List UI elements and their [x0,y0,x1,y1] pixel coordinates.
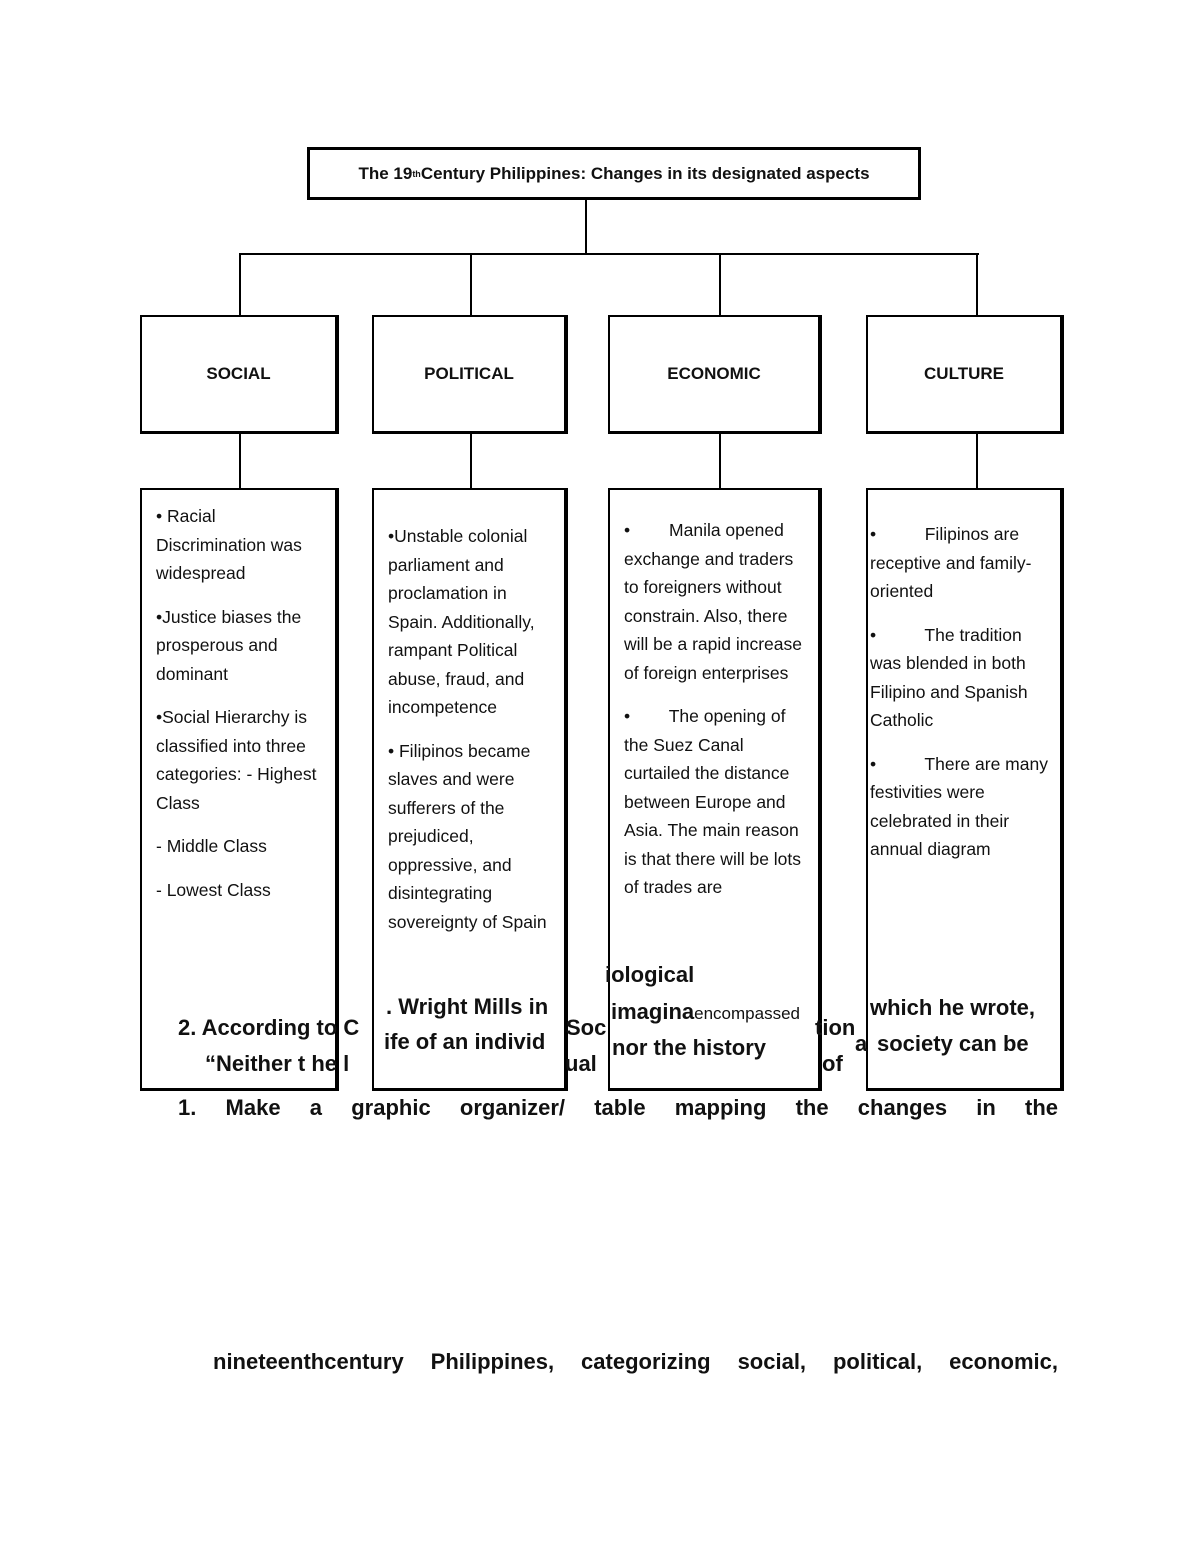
word: the [1025,1095,1058,1120]
text-fragment: of [822,1051,843,1076]
connector [585,199,587,254]
list-item: •Unstable colonial parliament and procla… [388,526,535,717]
connector [239,433,241,488]
list-item: •Social Hierarchy is classified into thr… [156,707,317,813]
category-social: SOCIAL [140,315,339,434]
list-item: • Manila opened exchange and traders to … [624,520,807,683]
word: 1. [178,1095,197,1120]
connector [976,253,978,315]
connector [719,253,721,315]
word: changes [857,1095,948,1120]
text-fragment: which he wrote, [870,995,1036,1020]
economic-details: • Manila opened exchange and traders to … [608,488,822,1091]
word: the [795,1095,829,1120]
word: Philippines, [430,1349,555,1374]
text-fragment: ife of an individ [384,1029,546,1054]
text-fragment-bold: imagina [611,999,695,1024]
word: a [309,1095,323,1120]
list-item: • Racial Discrimination was widespread [156,506,302,583]
category-economic: ECONOMIC [608,315,822,434]
text-fragment: nor the history [612,1035,767,1060]
text-fragment: ual [565,1051,597,1076]
word: in [976,1095,996,1120]
word: categorizing [581,1349,711,1374]
text-fragment: society can be [877,1031,1029,1056]
list-item: • Filipinos became slaves and were suffe… [388,740,547,932]
text-fragment: iological [605,962,695,987]
question-1-line-2: nineteenthcentury Philippines, categorizin… [213,1349,1058,1375]
text-fragment: tion [815,1015,856,1040]
text-fragment: Soc [566,1015,607,1040]
connector [976,433,978,488]
title-text: The 19 [358,163,413,183]
culture-details: • Filipinos are receptive and family-ori… [866,488,1064,1091]
word: table [594,1095,646,1120]
word: mapping [674,1095,767,1120]
title-superscript: th [412,168,421,179]
social-details: • Racial Discrimination was widespread •… [140,488,339,1091]
connector [470,253,472,315]
word: organizer/ [459,1095,566,1120]
list-item: - Middle Class [156,836,267,856]
text-fragment: a [855,1031,868,1056]
text-fragment: . Wright Mills in [386,994,549,1019]
text-fragment: “Neither t he l [205,1051,350,1076]
word: graphic [351,1095,431,1120]
category-political: POLITICAL [372,315,568,434]
text-fragment-small: encompassed [694,1004,800,1023]
question-1-line-1: 1. Make a graphic organizer/table mapping the c… [178,1095,1058,1121]
word: economic, [949,1349,1058,1374]
category-culture: CULTURE [866,315,1064,434]
connector [719,433,721,488]
text-fragment: 2. According to C [178,1015,360,1040]
connector [239,253,241,315]
list-item: - Lowest Class [156,879,271,900]
political-details: •Unstable colonial parliament and procla… [372,488,568,1091]
list-item: • The opening of the Suez Canal curtaile… [624,706,806,897]
list-item: • The tradition was blended in both Fili… [870,624,1033,731]
word: political, [832,1349,923,1374]
connector [470,433,472,488]
word: Make [225,1095,281,1120]
word: social, [737,1349,807,1374]
list-item: •Justice biases the prosperous and domin… [156,606,302,684]
text-fragment: imaginaencompassed [611,999,800,1025]
connector [240,253,979,255]
title-text-rest: Century Philippines: Changes in its desi… [420,163,870,183]
list-item: • There are many festivities were celebr… [870,753,1053,860]
list-item: • Filipinos are receptive and family-ori… [870,524,1032,601]
word: nineteenthcentury [213,1349,404,1374]
